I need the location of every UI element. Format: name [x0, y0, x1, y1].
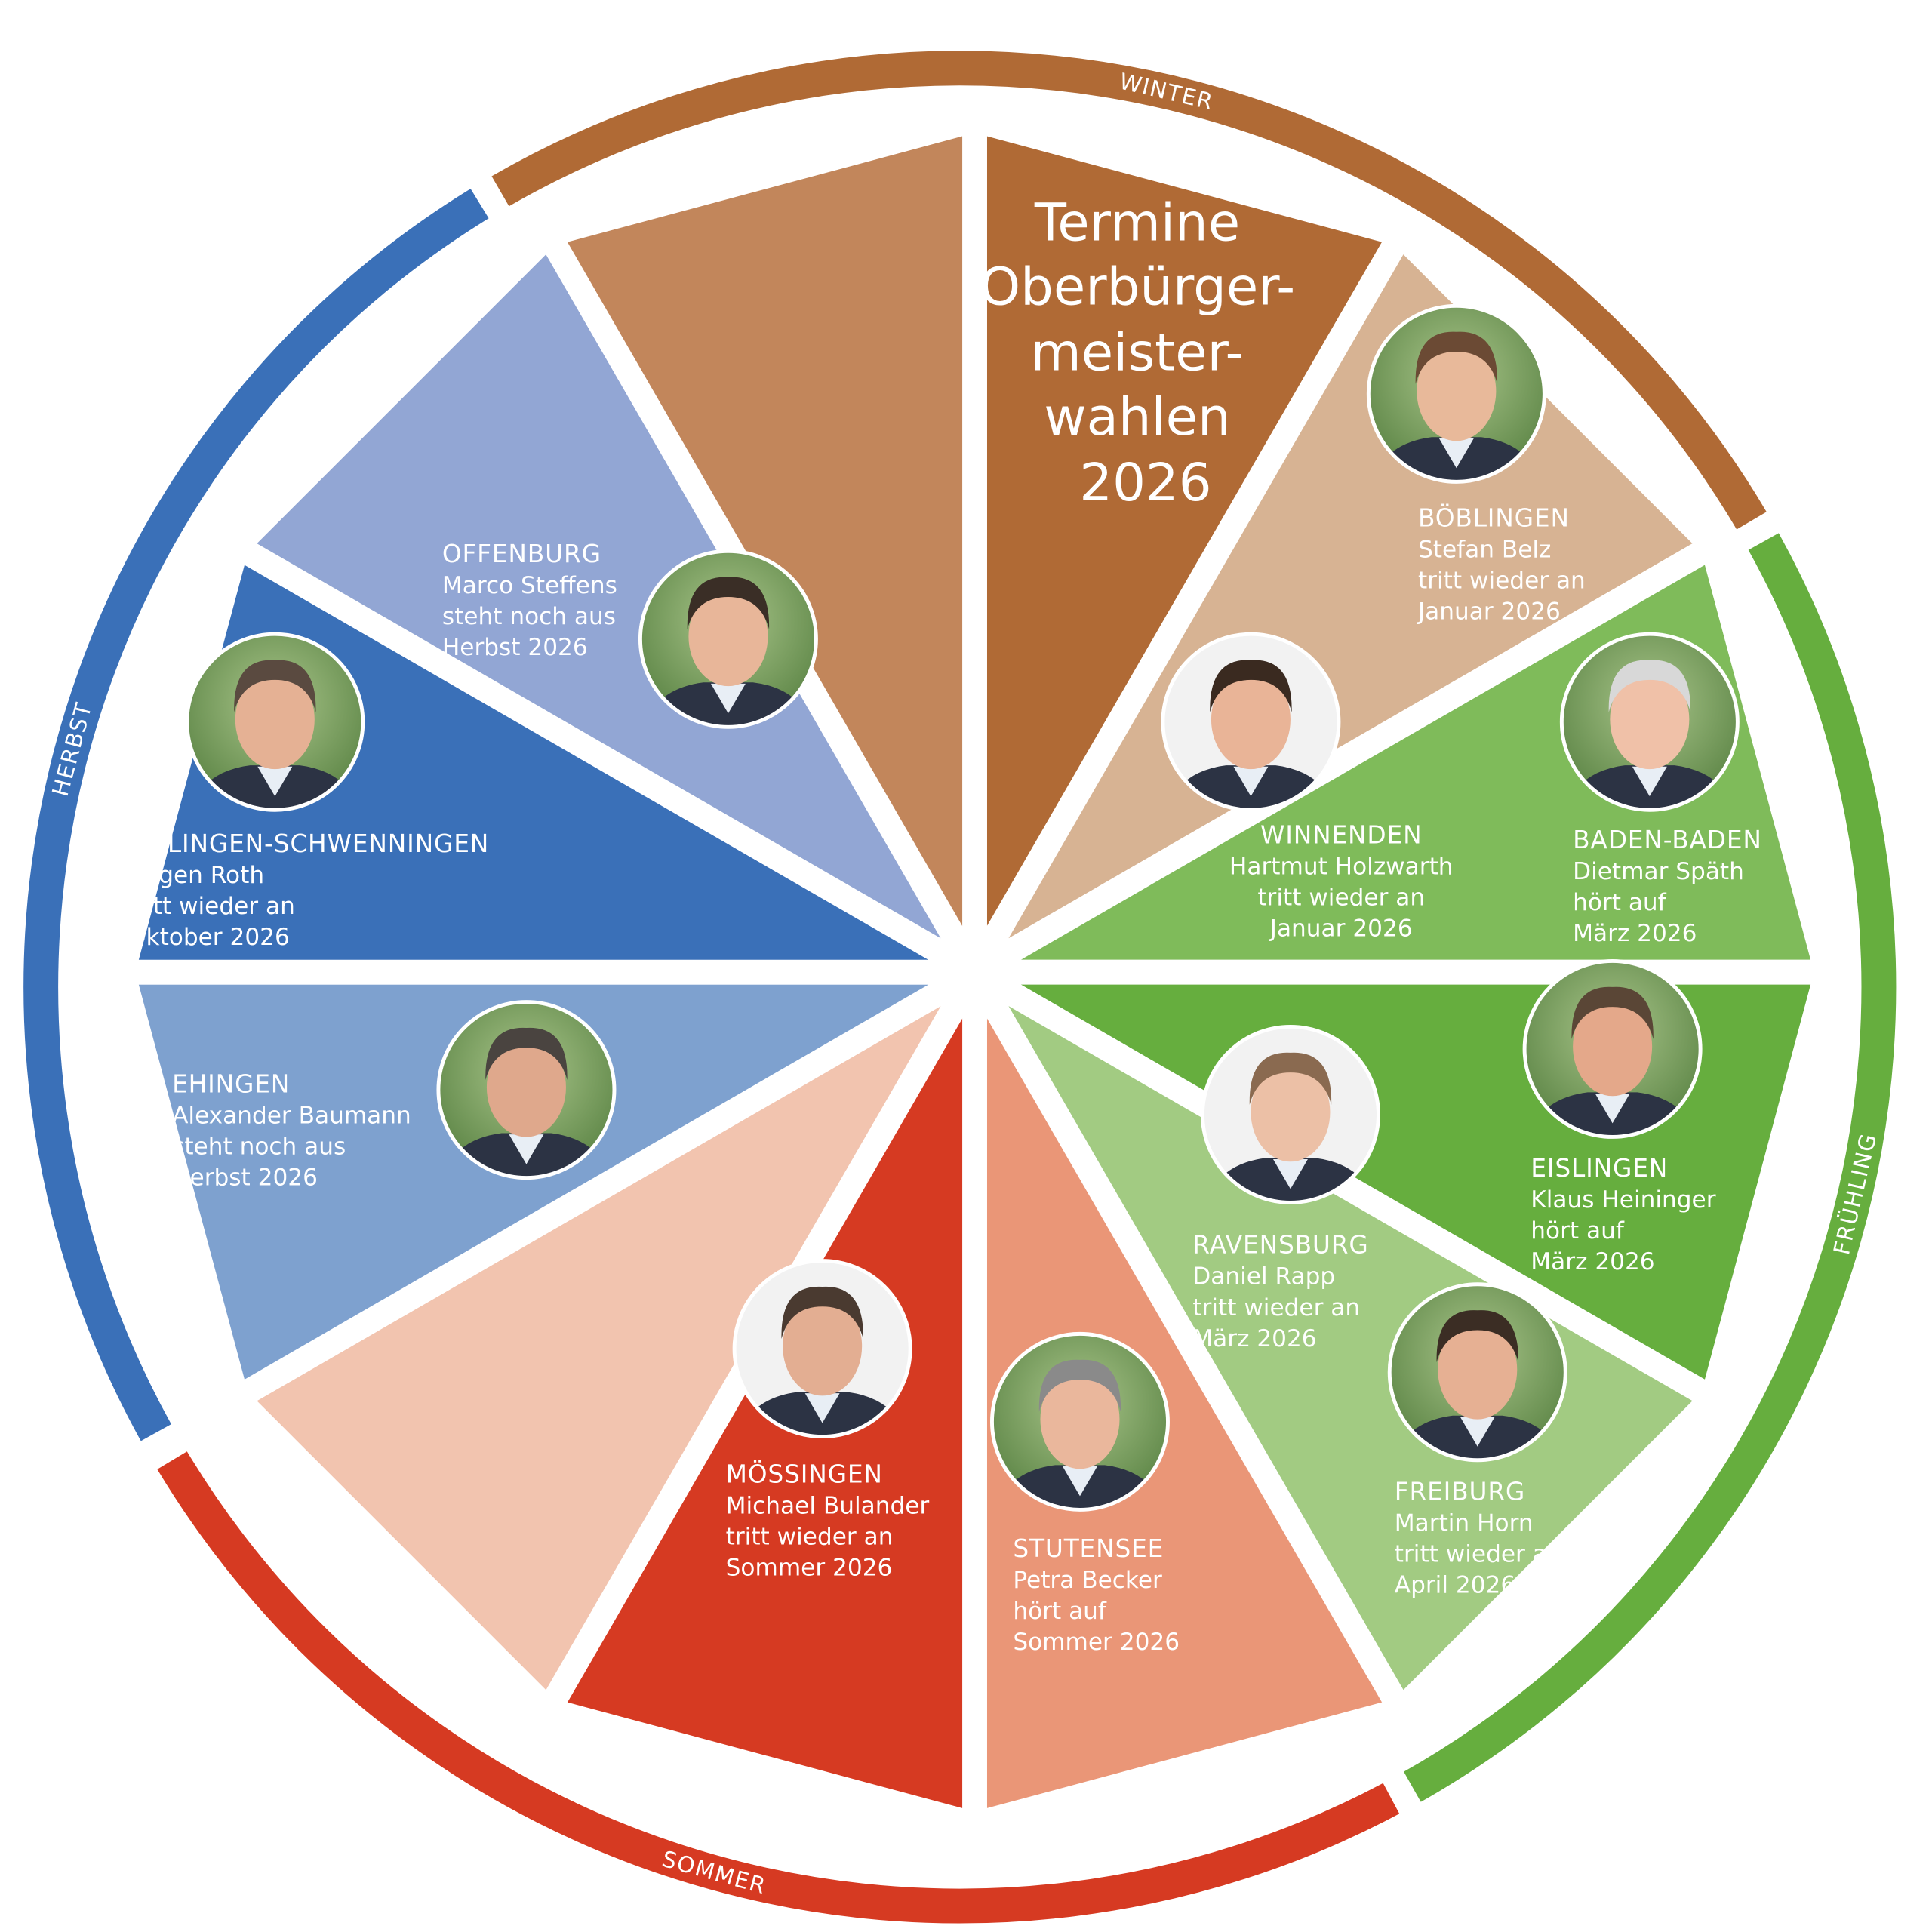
candidate-entry-ravensburg: RAVENSBURG Daniel Rapp tritt wieder an März…	[1192, 1231, 1368, 1352]
entry-status: hört auf	[1573, 889, 1667, 916]
candidate-photo-stutensee	[990, 1331, 1170, 1512]
candidate-entry-villingen-schwenningen: VILLINGEN-SCHWENNINGEN Jürgen Roth tritt w…	[126, 829, 489, 951]
entry-city: RAVENSBURG	[1192, 1231, 1368, 1260]
candidate-entry-freiburg: FREIBURG Martin Horn tritt wieder an April …	[1395, 1477, 1562, 1598]
entry-name: Jürgen Roth	[126, 862, 264, 889]
entry-name: Michael Bulander	[726, 1492, 930, 1519]
candidate-photo-baden-baden	[1559, 632, 1740, 812]
candidate-entry-winnenden: WINNENDEN Hartmut Holzwarth tritt wieder a…	[1229, 821, 1454, 943]
entry-date: März 2026	[1192, 1325, 1316, 1352]
entry-status: hört auf	[1013, 1598, 1107, 1625]
entry-date: Oktober 2026	[128, 924, 290, 951]
season-label: SOMMER	[659, 1846, 769, 1900]
entry-city: EHINGEN	[172, 1069, 290, 1098]
entry-city: OFFENBURG	[442, 540, 601, 568]
entry-city: BADEN-BADEN	[1573, 826, 1762, 854]
entry-date: Herbst 2026	[172, 1164, 318, 1191]
entry-date: April 2026	[1395, 1571, 1515, 1598]
entry-city: FREIBURG	[1395, 1477, 1525, 1506]
entry-city: WINNENDEN	[1260, 821, 1422, 850]
entry-city: EISLINGEN	[1531, 1154, 1668, 1183]
season-arc-herbst	[23, 189, 489, 1441]
entry-name: Dietmar Späth	[1573, 858, 1744, 885]
entry-city: MÖSSINGEN	[726, 1458, 883, 1488]
season-arc-frühling	[1404, 533, 1897, 1802]
entry-status: tritt wieder an	[1257, 884, 1425, 912]
season-label: FRÜHLING	[1827, 1130, 1881, 1257]
entry-date: Januar 2026	[1417, 598, 1561, 626]
entry-date: Sommer 2026	[1013, 1629, 1180, 1656]
entry-date: Januar 2026	[1269, 915, 1413, 943]
entry-city: STUTENSEE	[1013, 1534, 1164, 1563]
entry-name: Hartmut Holzwarth	[1229, 854, 1454, 881]
entry-name: Martin Horn	[1395, 1509, 1534, 1537]
candidate-entry-mössingen: MÖSSINGEN Michael Bulander tritt wieder an…	[726, 1458, 930, 1581]
entry-status: tritt wieder an	[1418, 567, 1586, 594]
candidate-photo-böblingen	[1366, 303, 1546, 484]
season-arc-winter	[491, 51, 1767, 530]
candidate-photos	[185, 303, 1740, 1512]
main-title: Termine Oberbürger- meister- wahlen 2026	[980, 192, 1312, 513]
entry-status: steht noch aus	[442, 603, 616, 630]
candidate-photo-offenburg	[638, 549, 818, 729]
entry-status: tritt wieder an	[726, 1523, 894, 1550]
entry-name: Marco Steffens	[442, 572, 617, 599]
entry-name: Stefan Belz	[1418, 536, 1551, 563]
candidate-photo-ehingen	[436, 1000, 617, 1180]
entry-status: tritt wieder an	[128, 893, 295, 920]
entry-name: Klaus Heininger	[1531, 1186, 1715, 1214]
entry-date: Sommer 2026	[726, 1554, 893, 1581]
entry-status: tritt wieder an	[1395, 1540, 1562, 1567]
entry-name: Petra Becker	[1013, 1567, 1162, 1594]
entry-status: tritt wieder an	[1192, 1294, 1360, 1321]
entry-date: Herbst 2026	[442, 634, 588, 661]
candidate-photo-mössingen	[732, 1259, 912, 1439]
entry-status: steht noch aus	[172, 1133, 346, 1160]
entry-name: Daniel Rapp	[1192, 1263, 1335, 1291]
entry-status: hört auf	[1531, 1217, 1625, 1244]
entry-city: VILLINGEN-SCHWENNINGEN	[128, 829, 489, 858]
entry-date: März 2026	[1573, 920, 1697, 947]
entry-date: März 2026	[1531, 1248, 1654, 1275]
entry-city: BÖBLINGEN	[1418, 502, 1570, 532]
candidate-entries: BÖBLINGEN Stefan Belz tritt wieder an Janua…	[126, 502, 1762, 1656]
entry-name: Alexander Baumann	[172, 1102, 411, 1129]
season-arc-sommer	[157, 1451, 1400, 1924]
candidate-entry-böblingen: BÖBLINGEN Stefan Belz tritt wieder an Janua…	[1417, 502, 1586, 625]
